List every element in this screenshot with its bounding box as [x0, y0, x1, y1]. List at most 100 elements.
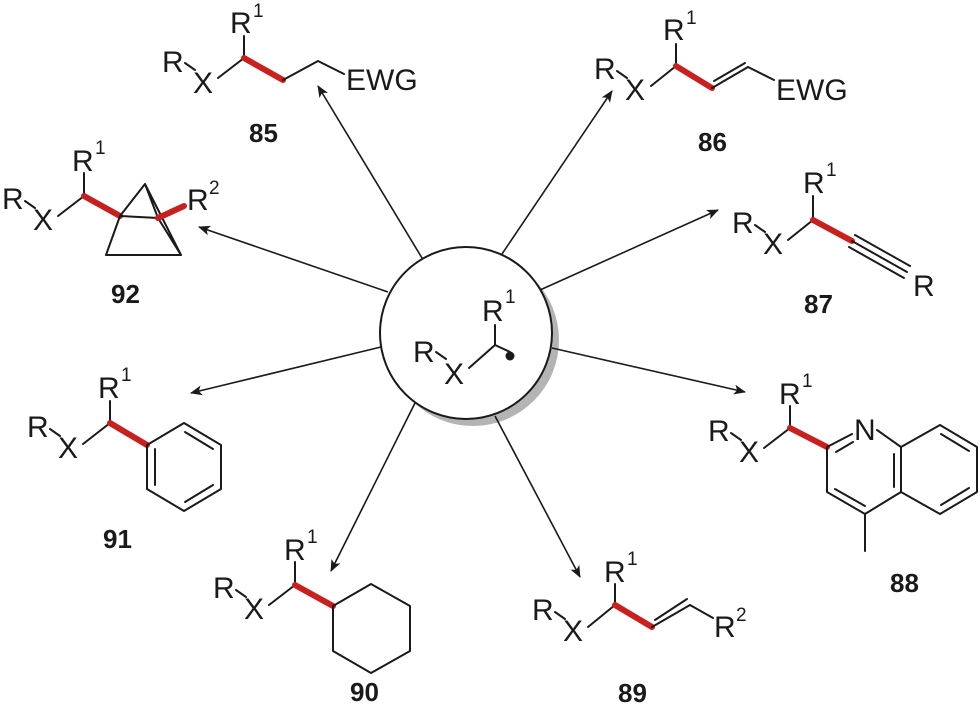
- compound-87: R X R 1 R 87: [732, 160, 935, 319]
- atom-r: R: [532, 594, 554, 627]
- atom-r1-superscript: 1: [307, 527, 318, 548]
- double-bond: [651, 598, 691, 628]
- atom-r1: R: [482, 295, 504, 328]
- bond: [184, 62, 196, 71]
- atom-ewg: EWG: [776, 74, 848, 107]
- compound-label: 86: [698, 127, 727, 157]
- new-bond: [81, 193, 123, 219]
- arrow-to-86: [501, 90, 613, 255]
- atom-r1: R: [230, 7, 252, 40]
- new-bond: [810, 217, 855, 244]
- atom-ewg: EWG: [346, 64, 418, 97]
- atom-r1: R: [284, 534, 306, 567]
- compound-86: R X R 1 EWG 86: [594, 8, 848, 157]
- bond-r-x: [435, 351, 447, 360]
- atom-r2: R: [714, 611, 736, 644]
- double-bond: [711, 62, 749, 89]
- arrow-to-91: [190, 346, 382, 396]
- bond: [49, 428, 61, 437]
- atom-r1-superscript: 1: [826, 160, 837, 181]
- compound-88: R X R 1 N 88: [708, 371, 978, 598]
- bond: [650, 65, 677, 87]
- double-bond-inner: [154, 431, 214, 503]
- new-bond: [241, 55, 286, 83]
- atom-n: N: [854, 414, 876, 447]
- bond: [217, 57, 245, 79]
- bond: [57, 195, 85, 217]
- double-bond-inner: [834, 441, 895, 507]
- atom-r1-superscript: 1: [253, 1, 264, 22]
- bond: [268, 584, 296, 606]
- double-bond-inner: [940, 433, 970, 506]
- atom-r: R: [162, 46, 184, 79]
- atom-x: X: [58, 432, 78, 465]
- compound-91: R X R 1 91: [27, 365, 222, 554]
- atom-x: X: [193, 67, 213, 100]
- atom-r1: R: [72, 145, 94, 178]
- compound-92: R X R 1 R 2 92: [2, 138, 220, 309]
- bond: [616, 70, 628, 79]
- atom-x: X: [739, 436, 759, 469]
- triple-bond: [848, 234, 911, 279]
- atom-r: R: [27, 411, 49, 444]
- bicyclopentane-cage: [105, 183, 182, 256]
- bond: [82, 422, 111, 445]
- atom-r1: R: [803, 167, 825, 200]
- compound-label: 85: [249, 118, 278, 148]
- atom-r1: R: [663, 14, 685, 47]
- atom-r1-superscript: 1: [802, 371, 813, 392]
- bond: [554, 611, 566, 620]
- new-bond: [673, 63, 715, 91]
- new-bond: [612, 602, 655, 630]
- atom-r1: R: [98, 372, 120, 405]
- arrow-to-87: [539, 209, 719, 291]
- atom-r1-superscript: 1: [627, 549, 638, 570]
- atom-x: X: [763, 228, 783, 261]
- bond: [235, 589, 247, 598]
- bond: [24, 200, 36, 209]
- atom-r1: R: [604, 556, 626, 589]
- atom-x: X: [563, 615, 583, 648]
- atom-r1-superscript: 1: [121, 365, 132, 386]
- reaction-arrows: [190, 85, 746, 578]
- atom-x: X: [625, 74, 645, 107]
- atom-x: X: [33, 204, 53, 237]
- compound-90: R X R 1 90: [213, 527, 411, 707]
- atom-r: R: [708, 415, 730, 448]
- atom-r1: R: [779, 378, 801, 411]
- bond: [754, 224, 766, 233]
- atom-r1-superscript: 1: [505, 287, 516, 308]
- compound-label: 89: [618, 678, 647, 708]
- bond: [787, 219, 814, 241]
- radical-dot: [505, 351, 515, 361]
- new-bond: [787, 425, 830, 450]
- atom-r2-superscript: 2: [209, 178, 220, 199]
- atom-r: R: [913, 270, 935, 303]
- atom-x: X: [444, 358, 464, 391]
- arrow-to-89: [494, 415, 581, 578]
- arrow-to-88: [551, 347, 746, 395]
- compound-label: 88: [890, 568, 919, 598]
- compound-label: 92: [111, 279, 140, 309]
- cyclohexane-ring: [332, 583, 411, 674]
- atom-r: R: [2, 183, 24, 216]
- new-bond: [155, 203, 187, 221]
- central-circle: [379, 246, 553, 420]
- bond-c-ch2: [494, 344, 511, 353]
- bond-x-c: [468, 344, 496, 369]
- quinoline-benzo-ring: [900, 424, 978, 515]
- bond: [747, 66, 775, 81]
- compound-85: R X R 1 EWG 85: [162, 1, 418, 148]
- atom-r: R: [594, 53, 616, 86]
- new-bond: [292, 582, 336, 609]
- arrow-to-90: [330, 402, 416, 572]
- atom-r: R: [413, 336, 435, 369]
- compound-label: 87: [804, 289, 833, 319]
- benzene-ring: [146, 422, 222, 512]
- bond: [587, 604, 616, 628]
- bond: [282, 60, 345, 81]
- arrow-to-85: [317, 85, 423, 259]
- atom-r: R: [213, 572, 235, 605]
- quinoline-pyridine-ring: [826, 429, 902, 515]
